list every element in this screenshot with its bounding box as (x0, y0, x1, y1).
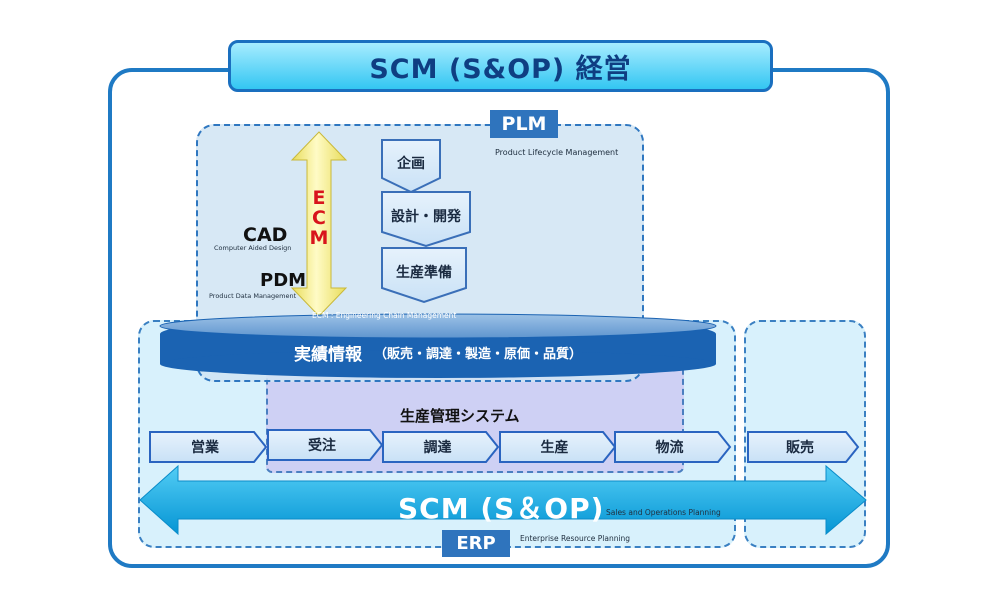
flow-step-shape-3 (382, 431, 500, 463)
plm-label: PLM (490, 110, 558, 138)
ecm-subtitle: ECM : Engineering Chain Management (312, 311, 457, 320)
results-info: 実績情報 （販売・調達・製造・原価・品質） (160, 335, 716, 369)
flow-step-sales-activity: 営業 (191, 440, 219, 456)
results-detail: （販売・調達・製造・原価・品質） (373, 346, 582, 362)
scm-label: SCM (S＆OP) (398, 492, 605, 525)
flow-step-production: 生産 (540, 440, 569, 456)
erp-subtitle: Enterprise Resource Planning (520, 534, 631, 543)
results-band-bottom (160, 350, 716, 378)
pdm-label: PDM (260, 270, 307, 291)
results-band-top (159, 313, 717, 339)
plm-subtitle: Product Lifecycle Management (495, 148, 619, 157)
flow-step-order-receipt: 受注 (308, 438, 336, 454)
scm-double-arrow (139, 464, 867, 536)
sales-step-label: 販売 (786, 440, 814, 456)
erp-label: ERP (442, 530, 510, 557)
cad-label: CAD (243, 224, 288, 246)
flow-step-procurement: 調達 (423, 440, 452, 456)
flow-step-shape-1 (149, 431, 268, 463)
flow-step-shape-5 (614, 431, 732, 463)
cad-subtitle: Computer Aided Design (214, 244, 292, 252)
flow-step-shape-2 (267, 429, 384, 461)
ecm-letter-e: E (312, 187, 326, 209)
ecm-letter-c: C (312, 207, 326, 229)
sales-step-shape (747, 431, 860, 463)
results-label: 実績情報 (293, 344, 362, 365)
scm-management-banner: SCM (S&OP) 経営 (228, 40, 773, 92)
flow-step-logistics: 物流 (655, 440, 684, 456)
plm-step-shape-1 (381, 139, 441, 194)
ecm-letter-m: M (309, 227, 329, 249)
pdm-subtitle: Product Data Management (209, 292, 297, 300)
banner-title: SCM (S&OP) 経営 (369, 53, 632, 85)
production-system-label: 生産管理システム (400, 407, 520, 425)
plm-step-shape-3 (381, 247, 467, 304)
plm-step-shape-2 (381, 191, 471, 248)
flow-step-shape-4 (499, 431, 617, 463)
scm-subtitle: Sales and Operations Planning (606, 508, 721, 517)
plm-step-design-development: 設計・開発 (391, 209, 461, 225)
plm-step-planning: 企画 (397, 156, 425, 172)
plm-step-production-prep: 生産準備 (396, 265, 452, 281)
